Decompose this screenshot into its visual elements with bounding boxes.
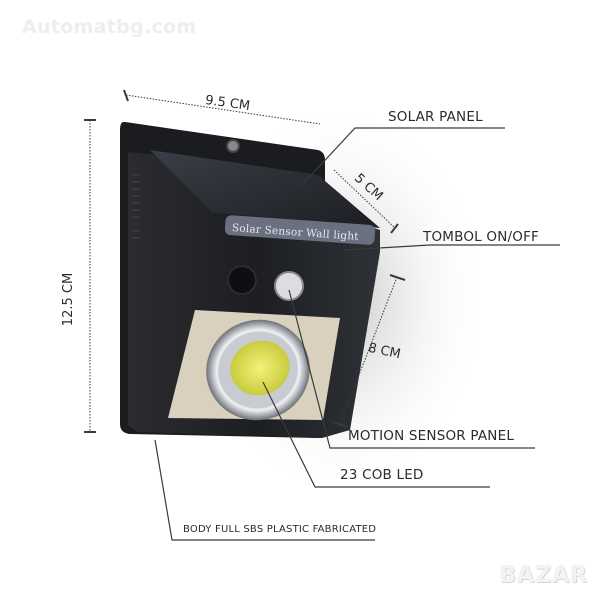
motion-sensor	[274, 271, 304, 301]
product-plate	[224, 215, 376, 245]
on-off-button	[227, 265, 257, 295]
callout-cob-led: 23 COB LED	[340, 467, 424, 483]
callout-body: BODY FULL SBS PLASTIC FABRICATED	[183, 524, 377, 535]
solar-panel	[150, 150, 380, 228]
dimension-height: 12.5 CM	[61, 272, 77, 327]
bazar-logo: BAZAR	[499, 563, 588, 588]
watermark: Automatbg.com	[22, 16, 197, 38]
mounting-hole	[226, 139, 240, 153]
callout-on-off-button: TOMBOL ON/OFF	[423, 229, 540, 245]
side-grille	[132, 174, 140, 239]
callout-solar-panel: SOLAR PANEL	[388, 109, 483, 125]
callout-motion-sensor: MOTION SENSOR PANEL	[348, 428, 515, 444]
leader-lines	[154, 127, 560, 541]
cob-led	[230, 340, 290, 396]
dimension-lines	[84, 89, 406, 433]
